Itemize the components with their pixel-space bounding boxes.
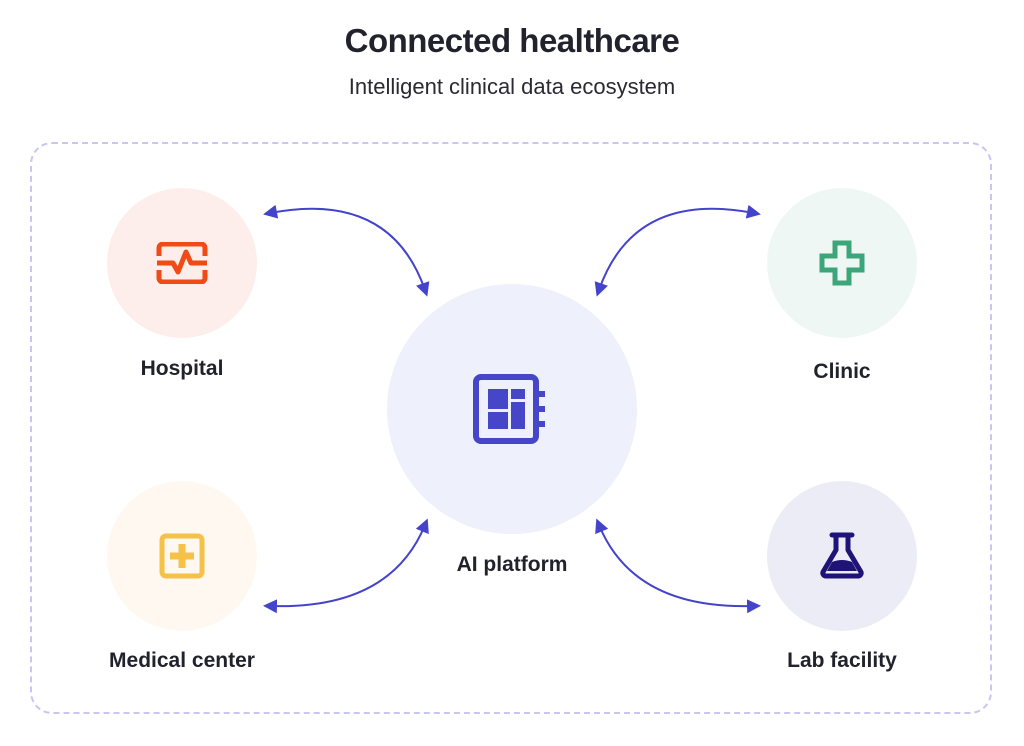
- ai-platform-node: [387, 284, 637, 534]
- ai-platform-label: AI platform: [456, 553, 568, 576]
- lab-facility-node: [767, 481, 917, 631]
- medical-center-node: [107, 481, 257, 631]
- clinic-node: [767, 188, 917, 338]
- lab-facility-label: Lab facility: [787, 649, 897, 672]
- clinic-label: Clinic: [813, 360, 871, 383]
- hospital-label: Hospital: [140, 357, 224, 380]
- arrow-medical-ai: [263, 518, 429, 614]
- circuit-board-icon: [473, 374, 545, 444]
- heart-monitor-icon: [156, 242, 208, 284]
- arrow-hospital-ai: [263, 204, 430, 297]
- plus-square-icon: [159, 533, 205, 579]
- medical-cross-icon: [819, 240, 865, 286]
- arrow-lab-ai: [595, 518, 761, 614]
- arrow-clinic-ai: [594, 204, 761, 297]
- page-subtitle: Intelligent clinical data ecosystem: [348, 74, 676, 99]
- ecosystem-frame: [30, 142, 992, 714]
- page-title: Connected healthcare: [344, 22, 680, 59]
- flask-icon: [820, 532, 864, 579]
- medical-center-label: Medical center: [109, 649, 255, 672]
- hospital-node: [107, 188, 257, 338]
